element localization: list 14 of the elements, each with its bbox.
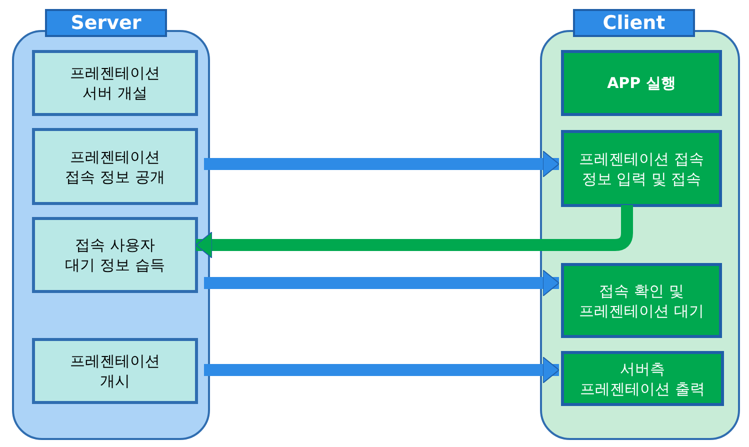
arrow — [204, 270, 560, 296]
process-box: APP 실행 — [561, 50, 722, 116]
process-box: 프레젠테이션 개시 — [32, 338, 198, 404]
process-box: 프레젠테이션 서버 개설 — [32, 50, 198, 116]
process-box: 접속 사용자 대기 정보 습득 — [32, 217, 198, 293]
arrow — [204, 150, 560, 178]
process-box: 프레젠테이션 접속 정보 입력 및 접속 — [561, 130, 722, 207]
process-box: 서버측 프레젠테이션 출력 — [561, 351, 724, 406]
lane-title: Server — [45, 9, 167, 37]
lane-title: Client — [573, 9, 695, 37]
process-box: 접속 확인 및 프레젠테이션 대기 — [561, 263, 722, 338]
process-box: 프레젠테이션 접속 정보 공개 — [32, 128, 198, 205]
arrow — [196, 205, 633, 258]
arrow — [204, 356, 560, 384]
